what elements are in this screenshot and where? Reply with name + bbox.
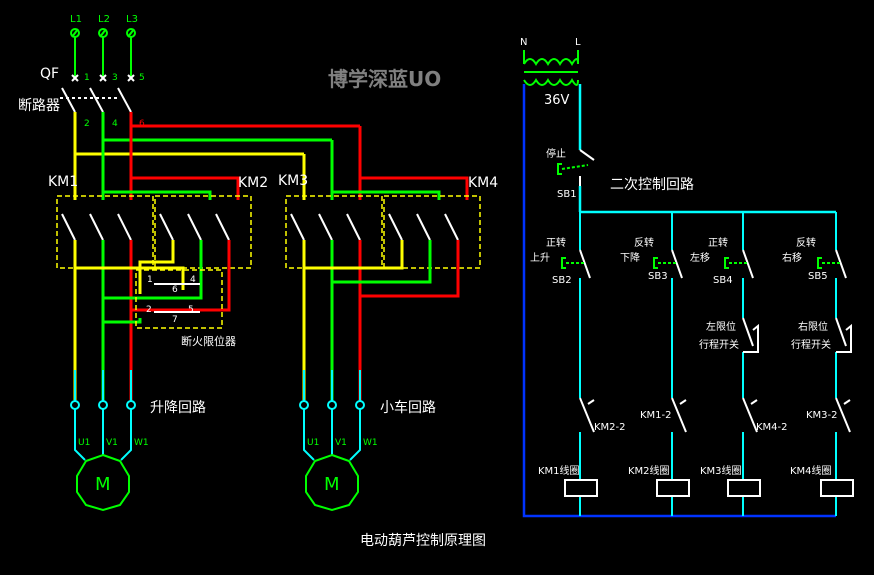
label-qf: QF — [40, 66, 59, 82]
trolley-v1: V1 — [335, 438, 347, 448]
limiter-2: 2 — [146, 305, 152, 315]
label-km4-2: KM4-2 — [756, 422, 788, 433]
trolley-w1: W1 — [363, 438, 378, 448]
hoist-v1: V1 — [106, 438, 118, 448]
bus-green — [101, 112, 334, 200]
push-actuators — [561, 257, 840, 269]
label-km1-coil: KM1线圈 — [538, 464, 580, 477]
label-down: 下降 — [620, 251, 640, 264]
limiter-contacts — [154, 283, 200, 313]
qf-pole-4: 4 — [112, 119, 118, 129]
qf-pole-2: 2 — [84, 119, 90, 129]
branch-wires — [579, 212, 837, 516]
bus-yellow — [73, 112, 306, 200]
label-left-travel: 行程开关 — [699, 338, 739, 351]
trolley-outputs — [302, 240, 460, 400]
label-km3-coil: KM3线圈 — [700, 464, 742, 477]
km2-coil — [656, 479, 690, 497]
label-l1: L1 — [70, 14, 82, 25]
qf-pole-6: 6 — [139, 119, 145, 129]
control-rails — [522, 84, 836, 518]
label-rev1: 反转 — [634, 236, 654, 249]
km4-box — [383, 195, 481, 269]
label-secondary: 二次控制回路 — [610, 177, 694, 193]
interlock-contacts — [579, 397, 851, 433]
qf-pole-5: 5 — [139, 73, 145, 83]
qf-pole-1: 1 — [84, 73, 90, 83]
label-rev2: 反转 — [796, 236, 816, 249]
label-km2: KM2 — [238, 175, 268, 191]
label-sb4: SB4 — [713, 275, 733, 286]
label-l: L — [575, 37, 581, 48]
label-l2: L2 — [98, 14, 110, 25]
travel-switches — [742, 317, 852, 353]
label-sb3: SB3 — [648, 271, 668, 282]
bus-red — [129, 112, 362, 200]
label-km4-coil: KM4线圈 — [790, 464, 832, 477]
limiter-1: 1 — [147, 275, 153, 285]
label-limiter: 断火限位器 — [181, 334, 236, 348]
label-breaker: 断路器 — [18, 98, 60, 114]
hoist-cable — [70, 370, 136, 461]
trolley-cable — [299, 370, 365, 461]
push-buttons — [579, 249, 847, 279]
label-km3-2: KM3-2 — [806, 410, 838, 421]
qf-pole-3: 3 — [112, 73, 118, 83]
label-km2-2: KM2-2 — [594, 422, 626, 433]
trolley-motor-label: M — [324, 474, 340, 495]
km2-box — [154, 195, 252, 269]
km4-coil — [820, 479, 854, 497]
label-km2-coil: KM2线圈 — [628, 464, 670, 477]
label-trolley-circuit: 小车回路 — [380, 399, 436, 416]
supply-terminals — [70, 28, 136, 78]
label-up: 上升 — [530, 252, 550, 264]
label-km1-2: KM1-2 — [640, 410, 672, 421]
breaker-qf — [60, 74, 135, 113]
label-left-limit: 左限位 — [706, 320, 736, 333]
label-km3: KM3 — [278, 173, 308, 189]
label-n: N — [520, 37, 527, 48]
label-l3: L3 — [126, 14, 138, 25]
limiter-4: 4 — [190, 275, 196, 285]
label-km1: KM1 — [48, 174, 78, 190]
hoist-outputs — [73, 240, 231, 400]
watermark: 博学深蓝UO — [328, 67, 441, 91]
label-left: 左移 — [690, 251, 710, 264]
label-sb5: SB5 — [808, 271, 828, 282]
limiter-6: 6 — [172, 285, 178, 295]
reverse-feeds — [103, 176, 469, 200]
label-right-limit: 右限位 — [798, 320, 828, 333]
label-fwd2: 正转 — [708, 236, 728, 249]
label-sb2: SB2 — [552, 275, 572, 286]
label-right-travel: 行程开关 — [791, 338, 831, 351]
limiter-box — [135, 269, 223, 329]
km3-coil — [727, 479, 761, 497]
hoist-w1: W1 — [134, 438, 149, 448]
label-stop: 停止 — [546, 147, 566, 160]
trolley-u1: U1 — [307, 438, 319, 448]
trolley-motor — [305, 453, 359, 512]
hoist-motor — [76, 453, 130, 512]
limiter-7: 7 — [172, 315, 178, 325]
label-km4: KM4 — [468, 175, 498, 191]
hoist-motor-label: M — [95, 474, 111, 495]
label-hoist-circuit: 升降回路 — [150, 400, 206, 416]
label-36v: 36V — [544, 93, 570, 108]
contactor-switches — [61, 213, 459, 241]
hoist-u1: U1 — [78, 438, 90, 448]
transformer — [523, 50, 579, 86]
label-fwd1: 正转 — [546, 236, 566, 249]
km1-coil — [564, 479, 598, 497]
limiter-5: 5 — [188, 305, 194, 315]
label-sb1: SB1 — [557, 189, 577, 200]
sb1-stop — [579, 149, 595, 186]
diagram-title: 电动葫芦控制原理图 — [360, 533, 486, 549]
sb1-actuator — [557, 163, 589, 175]
label-right: 右移 — [782, 251, 802, 264]
